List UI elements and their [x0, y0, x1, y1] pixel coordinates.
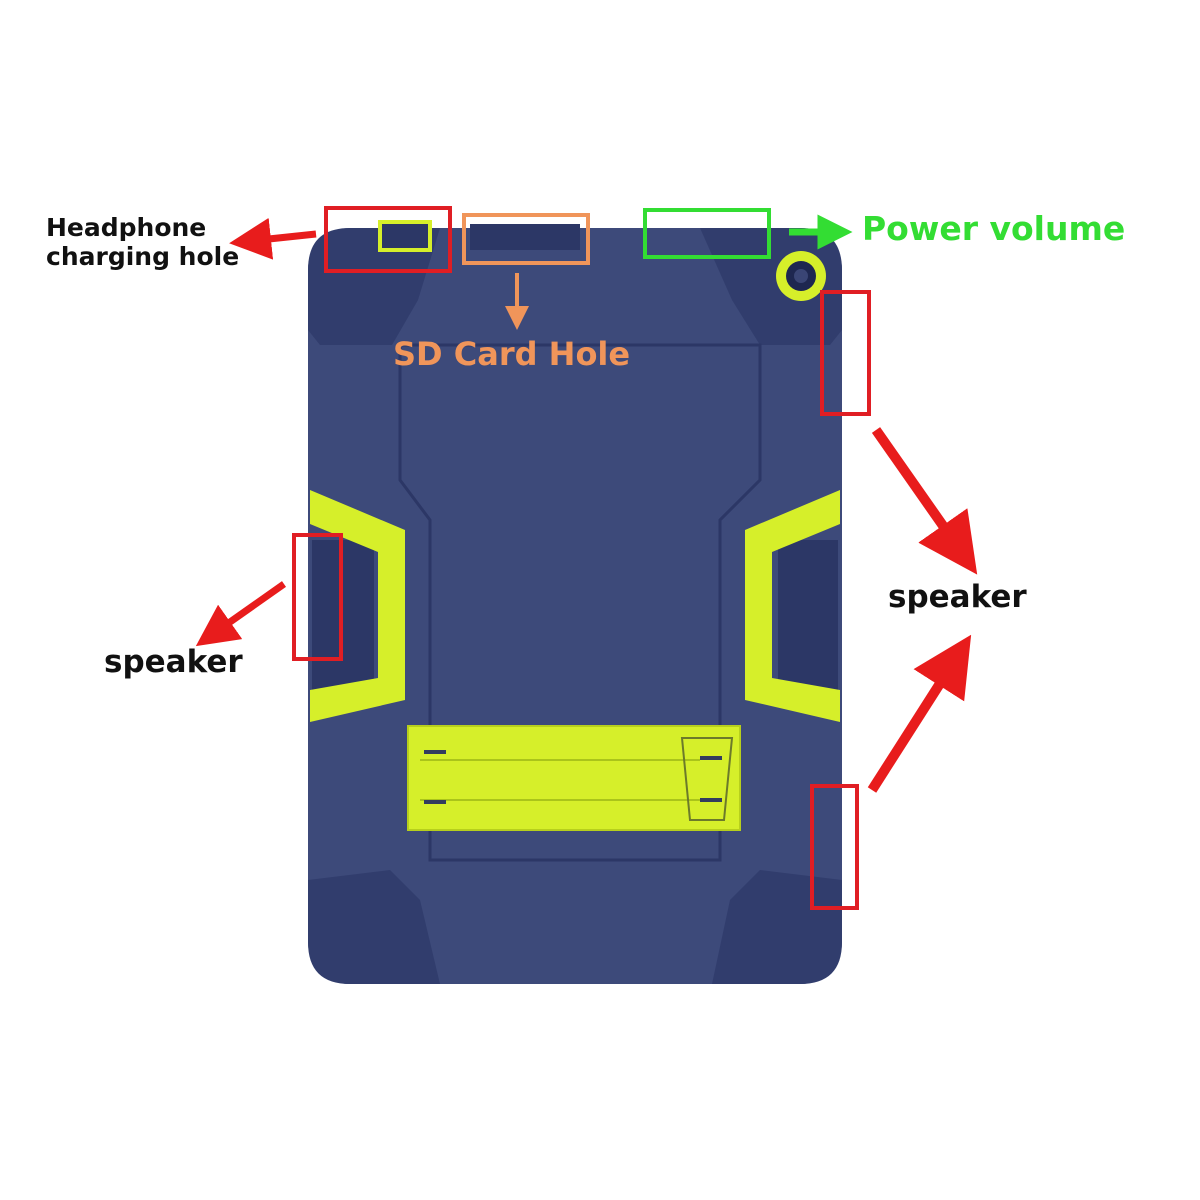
- speaker-left-label: speaker: [104, 644, 243, 680]
- speaker-left-arrow: [195, 581, 287, 647]
- sd-highlight-box: [462, 213, 590, 265]
- sd-card-hole-label: SD Card Hole: [393, 335, 631, 373]
- headphone-label-line1: Headphone: [46, 213, 207, 242]
- tablet-case: [308, 220, 842, 984]
- kickstand-hinge: [680, 737, 734, 821]
- headphone-label-line2: charging hole: [46, 241, 240, 271]
- speaker-right-bottom-box: [810, 784, 859, 910]
- camera-lens-inner: [794, 269, 808, 283]
- headphone-highlight-box: [324, 206, 452, 273]
- power-volume-label: Power volume: [862, 209, 1126, 248]
- grip-right: [778, 540, 838, 690]
- speaker-right-bottom-arrow: [867, 634, 972, 793]
- accent-right: [745, 490, 840, 722]
- speaker-right-top-box: [820, 290, 871, 416]
- speaker-left-box: [292, 533, 343, 661]
- headphone-charging-hole-label: Headphone charging hole: [46, 213, 240, 272]
- case-corner-top-left: [308, 228, 440, 345]
- speaker-right-label: speaker: [888, 579, 1027, 615]
- headphone-arrow: [229, 217, 317, 260]
- kickstand: [407, 725, 741, 831]
- case-corner-bottom-right: [712, 870, 842, 984]
- speaker-right-top-arrow: [871, 427, 978, 575]
- sd-slot: [470, 224, 580, 250]
- case-corner-bottom-left: [308, 870, 440, 984]
- case-center-panel: [398, 343, 762, 862]
- headphone-port: [378, 220, 432, 252]
- power-highlight-box: [643, 208, 771, 259]
- accent-left: [310, 490, 405, 722]
